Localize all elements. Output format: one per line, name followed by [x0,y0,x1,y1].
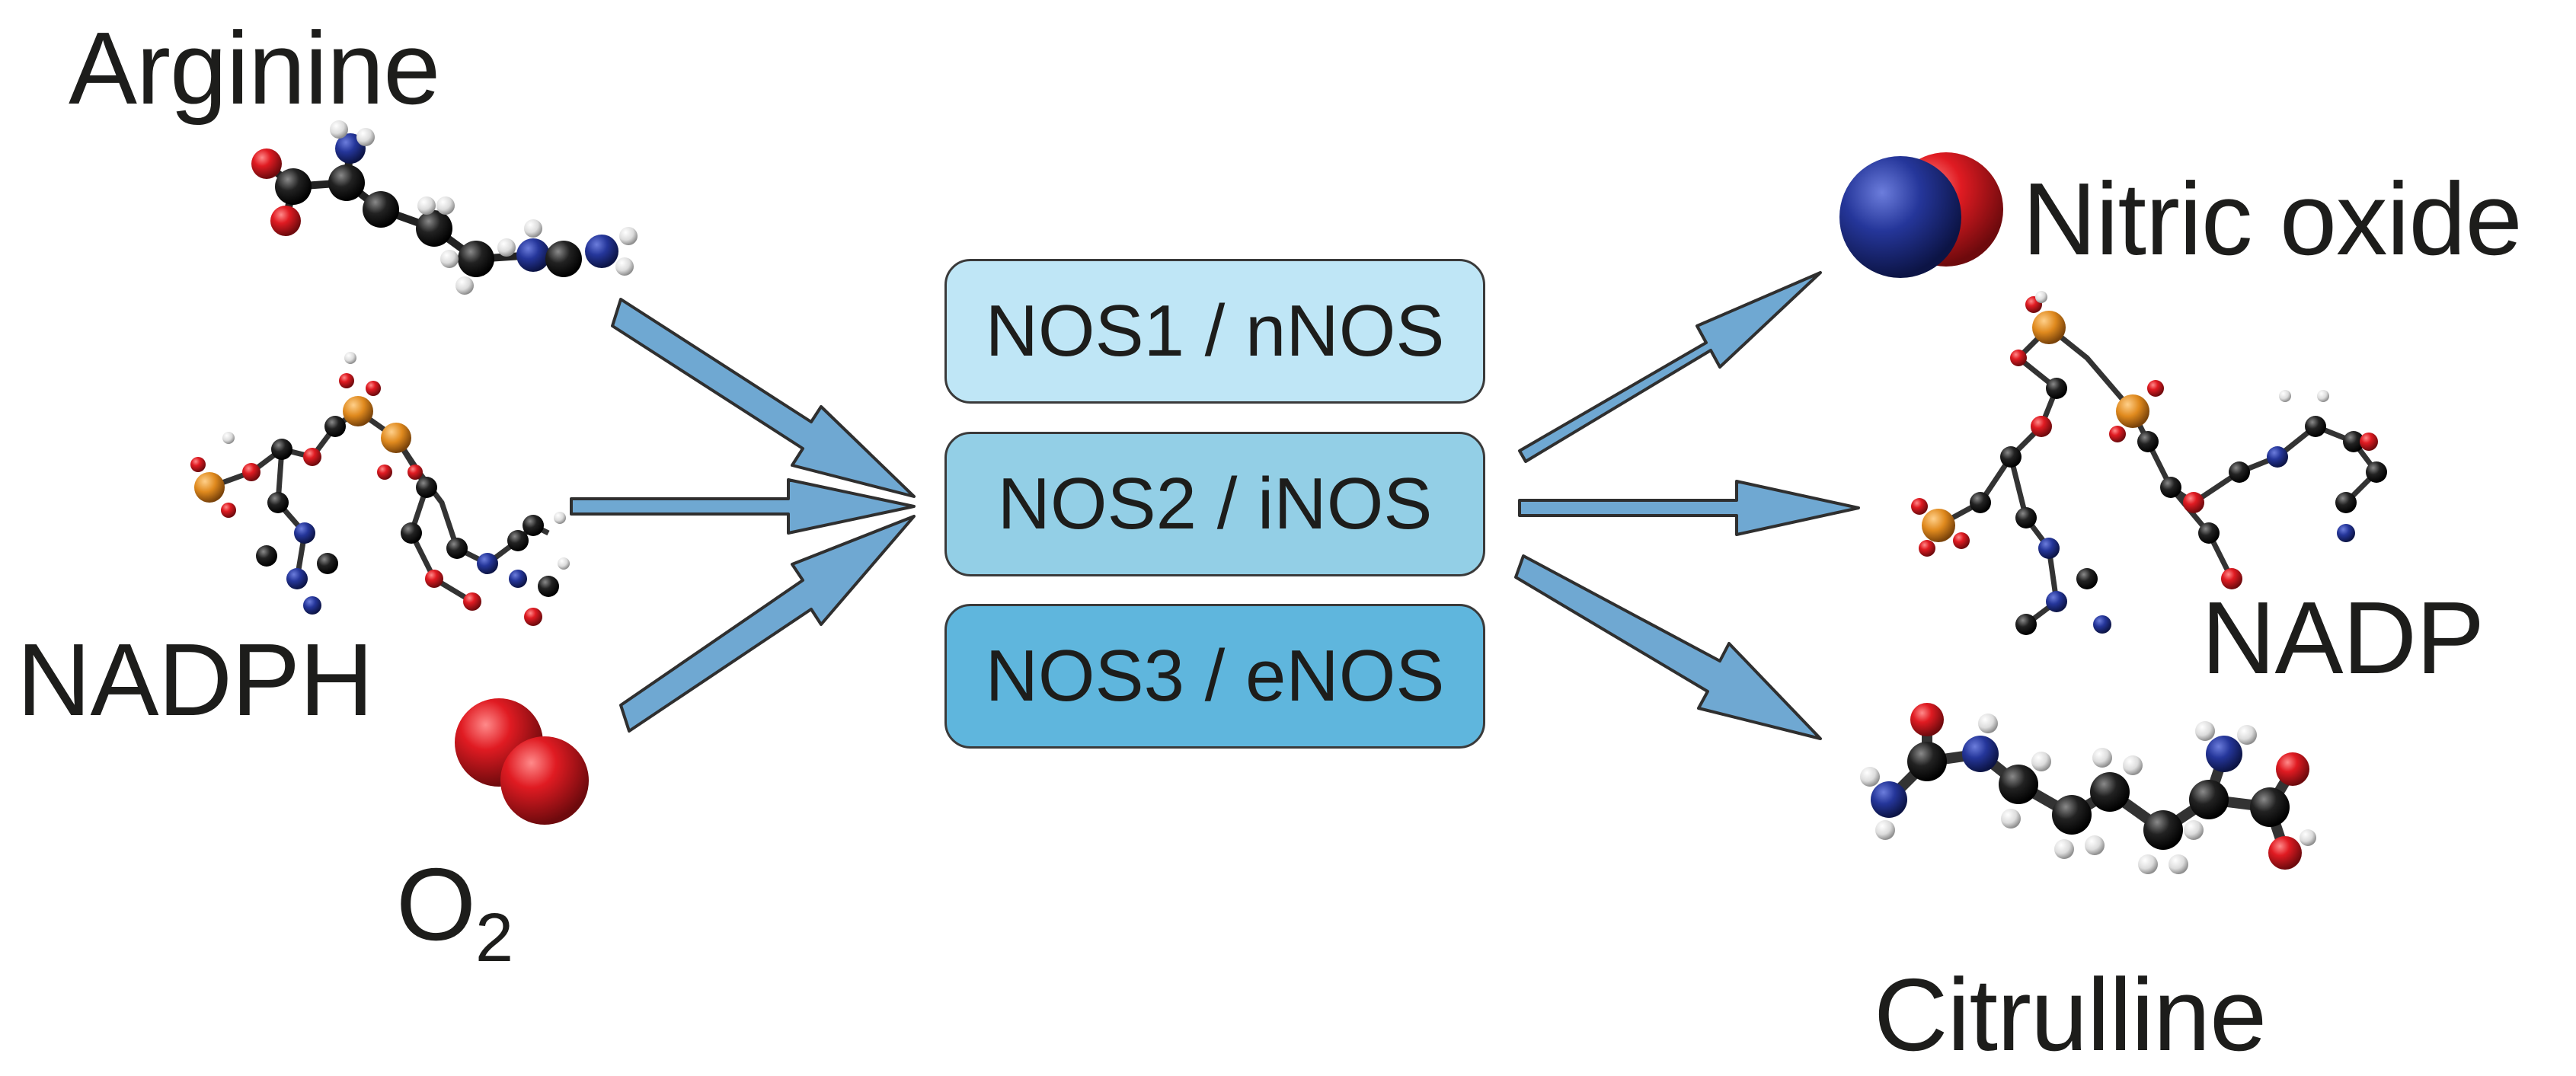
nadp-molecule [1911,291,2387,635]
enzyme-nos3-label: NOS3 / eNOS [985,635,1445,717]
enzyme-nos2-label: NOS2 / iNOS [997,463,1433,544]
oxygen-label: O2 [396,853,513,972]
oxygen-symbol: O [396,847,476,962]
nitric-oxide-label: Nitric oxide [2022,161,2523,276]
arrow-oxygen-to-nos [619,515,916,733]
arginine-label: Arginine [69,11,440,126]
enzyme-nos1: NOS1 / nNOS [944,259,1485,404]
nadph-molecule [190,352,570,626]
citrulline-molecule [1860,703,2316,874]
nitric-oxide-molecule [1839,152,2003,278]
arrow-nos-to-nadp [1518,480,1860,536]
citrulline-label: Citrulline [1874,957,2267,1072]
enzyme-nos2: NOS2 / iNOS [944,432,1485,576]
arrow-nos-to-nitric-oxide [1518,271,1822,463]
enzyme-nos3: NOS3 / eNOS [944,604,1485,749]
enzyme-nos1-label: NOS1 / nNOS [985,290,1445,372]
oxygen-subscript: 2 [475,900,513,976]
arrow-nadph-to-nos [570,478,916,535]
arginine-molecule [251,120,638,295]
arrow-arginine-to-nos [611,298,916,498]
oxygen-molecule [455,698,589,825]
nadp-label: NADP [2201,580,2485,695]
nadph-label: NADPH [17,622,374,737]
arrow-nos-to-citrulline [1514,554,1822,740]
